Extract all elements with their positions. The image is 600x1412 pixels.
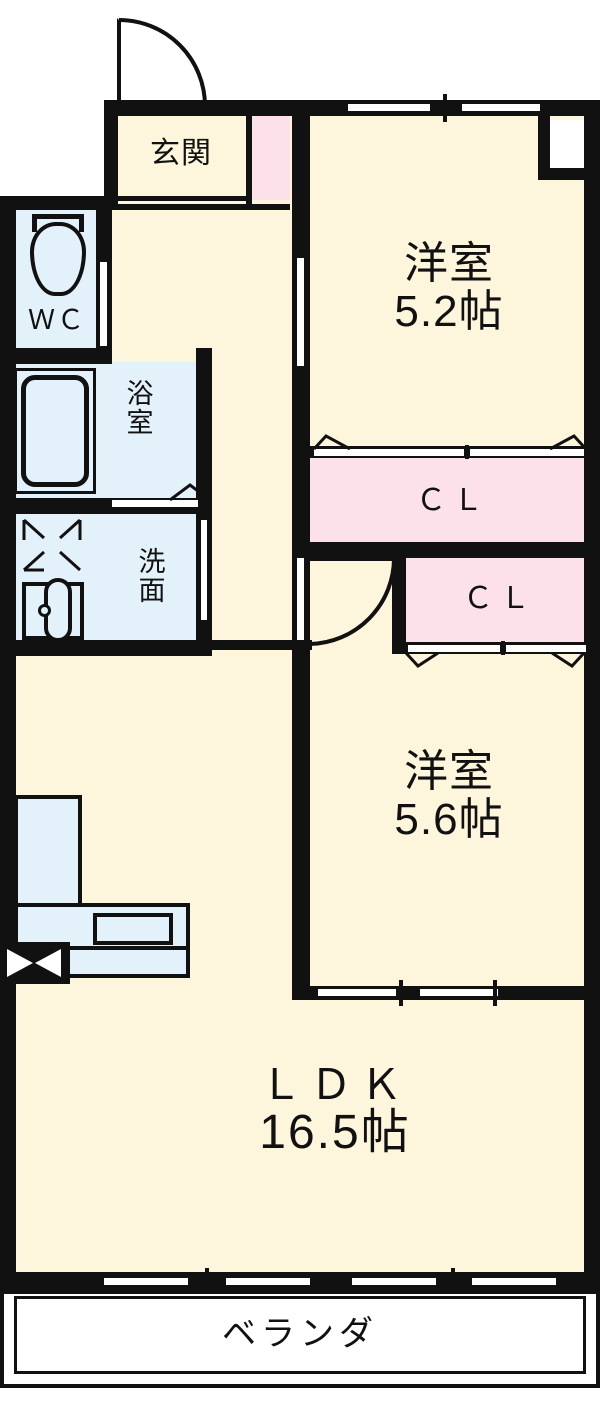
washroom-label-line1: 洗 <box>138 547 166 577</box>
window-tick-bedroom-upper-h <box>430 106 460 110</box>
entrance-door-swing <box>117 18 207 109</box>
meter-box-fill <box>548 120 588 174</box>
closet-lower-label: ＣＬ <box>463 582 537 615</box>
sliding-door-veranda-4 <box>472 1278 556 1285</box>
toilet-tank-left <box>32 216 37 232</box>
wall-outer-right <box>584 100 600 1286</box>
kitchen-sink-icon <box>93 913 173 945</box>
closet-lower-tick <box>501 641 505 655</box>
closet-lower-fill-2 <box>404 556 588 642</box>
wall-meter-box-left <box>538 116 550 180</box>
door-bathroom <box>112 500 198 507</box>
door-chevron-bathroom <box>169 483 211 501</box>
wall-entrance-left <box>104 100 118 210</box>
living-label: ＬＤＫ 16.5帖 <box>90 1062 580 1159</box>
window-bedroom-upper <box>348 104 430 111</box>
exterior-void-above-wc <box>0 0 112 200</box>
bedroom-upper-size: 5.2帖 <box>394 286 504 336</box>
wall-central-vertical <box>292 100 310 662</box>
window-bedroom-upper-2 <box>462 104 540 111</box>
sliding-door-veranda-2 <box>226 1278 310 1285</box>
wall-wc-top <box>0 196 118 210</box>
bathroom-label-line2: 室 <box>126 407 154 438</box>
window-tick-veranda-2 <box>451 1268 455 1296</box>
wall-meter-box-bottom <box>538 168 588 180</box>
window-tick-bedroom-lower-2 <box>493 980 497 1006</box>
closet-upper-tick <box>465 445 469 459</box>
balcony-label: ベランダ <box>222 1315 378 1353</box>
closet-upper-chevron-right <box>549 434 588 450</box>
wall-wc-bottom <box>0 348 112 364</box>
wall-entrance-step-2 <box>112 204 290 210</box>
washroom-label: 洗 面 <box>122 548 182 605</box>
wall-shoe-closet-left <box>246 112 252 210</box>
toilet-label: ＷＣ <box>28 305 86 335</box>
bedroom-lower-name: 洋室 <box>404 747 494 796</box>
bedroom-lower-door-swing <box>308 556 396 646</box>
bedroom-upper-label: 洋室 5.2帖 <box>310 240 588 335</box>
bedroom-lower-label: 洋室 5.6帖 <box>310 748 588 843</box>
wall-bathroom-right <box>196 348 212 508</box>
sliding-door-veranda-1 <box>104 1278 188 1285</box>
closet-upper-door-1 <box>314 449 464 456</box>
closet-lower-door-2 <box>506 645 586 652</box>
sliding-door-hall-lower <box>297 558 304 640</box>
bathtub-icon <box>21 375 89 487</box>
window-bedroom-lower-2 <box>420 989 498 996</box>
sliding-door-bedroom-upper <box>297 258 304 366</box>
toilet-tank-top <box>32 214 84 219</box>
toilet-bowl-icon <box>30 222 86 296</box>
door-washroom <box>201 520 207 620</box>
bathroom-label: 浴 室 <box>110 380 170 437</box>
wall-outer-left <box>0 196 16 1286</box>
bedroom-upper-name: 洋室 <box>404 239 494 288</box>
living-name: ＬＤＫ <box>259 1061 410 1108</box>
closet-upper-fill <box>310 458 588 542</box>
window-bedroom-lower-1 <box>318 989 396 996</box>
door-toilet <box>100 262 107 346</box>
toilet-tank-right <box>79 216 84 232</box>
wall-closet-lower-left <box>392 556 406 654</box>
closet-upper-label: ＣＬ <box>416 484 490 517</box>
window-tick-bedroom-lower-1 <box>399 980 403 1006</box>
washroom-label-line2: 面 <box>138 575 166 606</box>
closet-lower-door-1 <box>408 645 500 652</box>
washing-machine-space-icon <box>22 518 82 572</box>
living-size: 16.5帖 <box>259 1106 411 1160</box>
closet-lower-chevron-right <box>551 652 586 668</box>
balcony-inner <box>14 1296 586 1374</box>
bathroom-label-line1: 浴 <box>126 379 154 409</box>
window-tick-veranda-1 <box>205 1268 209 1296</box>
sliding-door-veranda-3 <box>352 1278 436 1285</box>
closet-upper-door-2 <box>470 449 584 456</box>
entrance-floor <box>112 112 250 200</box>
wall-entrance-step <box>112 196 252 201</box>
gas-outlet-icon <box>7 949 61 977</box>
wall-closet-upper-bottom <box>292 542 588 558</box>
wall-hall-bottom <box>104 640 312 650</box>
closet-upper-chevron-left <box>312 434 351 450</box>
wall-central-vertical-lower <box>292 556 310 998</box>
bedroom-lower-size: 5.6帖 <box>394 794 504 844</box>
shoe-closet-fill <box>250 112 290 210</box>
entrance-label: 玄関 <box>150 137 212 170</box>
washbasin-faucet-icon <box>38 604 51 617</box>
closet-lower-chevron-left <box>404 652 439 668</box>
